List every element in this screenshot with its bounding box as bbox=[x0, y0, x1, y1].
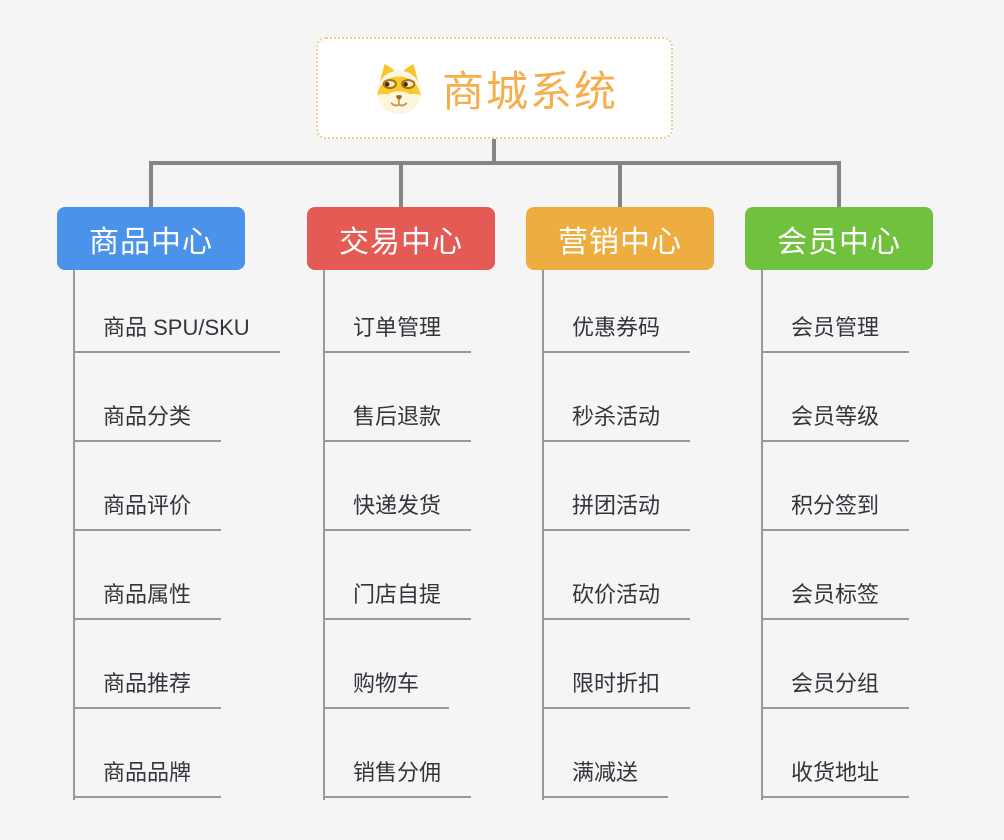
root-title: 商城系统 bbox=[441, 67, 618, 115]
branch-drop-line bbox=[618, 161, 622, 207]
tree-item[interactable]: 商品属性 bbox=[73, 580, 222, 620]
branch-header-member-center[interactable]: 会员中心 bbox=[745, 207, 933, 270]
tree-item[interactable]: 限时折扣 bbox=[542, 669, 691, 709]
tree-item[interactable]: 商品品牌 bbox=[73, 758, 222, 798]
branch-header-trade-center[interactable]: 交易中心 bbox=[307, 207, 495, 270]
branch-bus-line bbox=[149, 161, 841, 165]
branch-spine-line bbox=[542, 270, 544, 800]
tree-item[interactable]: 会员管理 bbox=[761, 313, 910, 353]
tree-item[interactable]: 快递发货 bbox=[323, 491, 472, 531]
branch-items-product-center: 商品 SPU/SKU 商品分类商品评价商品属性商品推荐商品品牌 bbox=[73, 270, 280, 798]
root-connector-line bbox=[492, 139, 496, 163]
tree-item[interactable]: 会员标签 bbox=[761, 580, 910, 620]
tree-item[interactable]: 会员分组 bbox=[761, 669, 910, 709]
tree-item[interactable]: 优惠券码 bbox=[542, 313, 691, 353]
branch-spine-line bbox=[761, 270, 763, 800]
tree-item[interactable]: 订单管理 bbox=[323, 313, 472, 353]
branch-drop-line bbox=[399, 161, 403, 207]
tree-item[interactable]: 商品分类 bbox=[73, 402, 222, 442]
branch-spine-line bbox=[323, 270, 325, 800]
tree-item[interactable]: 拼团活动 bbox=[542, 491, 691, 531]
tree-item[interactable]: 门店自提 bbox=[323, 580, 472, 620]
branch-items-member-center: 会员管理会员等级积分签到会员标签会员分组收货地址 bbox=[761, 270, 910, 798]
branch-spine-line bbox=[73, 270, 75, 800]
root-node[interactable]: 商城系统 bbox=[316, 37, 673, 139]
tree-item[interactable]: 砍价活动 bbox=[542, 580, 691, 620]
tree-item[interactable]: 收货地址 bbox=[761, 758, 910, 798]
tree-item[interactable]: 购物车 bbox=[323, 669, 450, 709]
branch-drop-line bbox=[837, 161, 841, 207]
tree-item[interactable]: 会员等级 bbox=[761, 402, 910, 442]
branch-items-trade-center: 订单管理售后退款快递发货门店自提购物车销售分佣 bbox=[323, 270, 472, 798]
tree-item[interactable]: 商品 SPU/SKU bbox=[73, 313, 280, 353]
branch-items-marketing-center: 优惠券码秒杀活动拼团活动砍价活动限时折扣满减送 bbox=[542, 270, 691, 798]
tree-item[interactable]: 商品推荐 bbox=[73, 669, 222, 709]
tree-item[interactable]: 秒杀活动 bbox=[542, 402, 691, 442]
branch-header-marketing-center[interactable]: 营销中心 bbox=[526, 207, 714, 270]
branch-drop-line bbox=[149, 161, 153, 207]
tree-item[interactable]: 商品评价 bbox=[73, 491, 222, 531]
branch-header-product-center[interactable]: 商品中心 bbox=[57, 207, 245, 270]
tree-item[interactable]: 售后退款 bbox=[323, 402, 472, 442]
tree-item[interactable]: 销售分佣 bbox=[323, 758, 472, 798]
dog-icon bbox=[377, 63, 421, 115]
tree-item[interactable]: 积分签到 bbox=[761, 491, 910, 531]
tree-item[interactable]: 满减送 bbox=[542, 758, 669, 798]
